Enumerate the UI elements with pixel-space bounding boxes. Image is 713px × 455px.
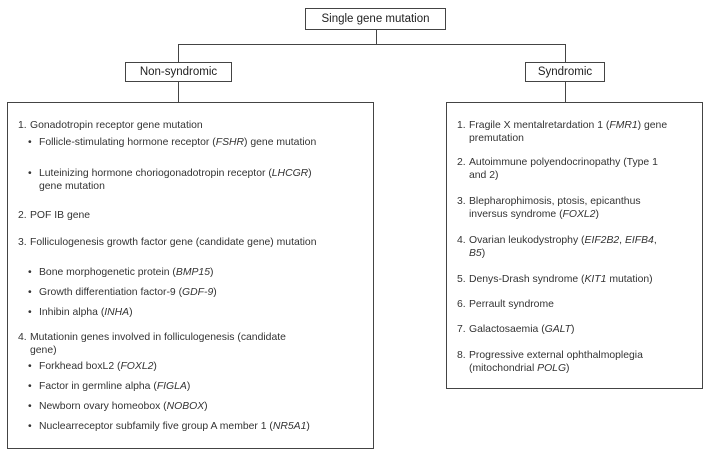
connector-right-panel (565, 82, 566, 102)
connector-root-down (376, 30, 377, 44)
list-item: 2.POF IB gene (18, 210, 91, 221)
list-subitem: •Inhibin alpha (INHA) (28, 307, 133, 318)
list-subitem: •Luteinizing hormone choriogonadotropin … (28, 168, 312, 192)
root-node: Single gene mutation (305, 8, 446, 30)
list-item: 1.Fragile X mentalretardation 1 (FMR1) g… (457, 120, 668, 144)
list-item: 5.Denys-Drash syndrome (KIT1 mutation) (457, 274, 653, 285)
non-syndromic-panel: 1.Gonadotropin receptor gene mutation •F… (7, 102, 374, 449)
list-subitem: •Bone morphogenetic protein (BMP15) (28, 267, 214, 278)
list-item: 7.Galactosaemia (GALT) (457, 324, 575, 335)
list-subitem: •Factor in germline alpha (FIGLA) (28, 381, 191, 392)
list-item: 3.Blepharophimosis, ptosis, epicanthus i… (457, 196, 641, 220)
list-item: 6.Perrault syndrome (457, 299, 554, 310)
connector-left-panel (178, 82, 179, 102)
connector-right-down (565, 44, 566, 62)
list-subitem: •Follicle-stimulating hormone receptor (… (28, 137, 317, 148)
non-syndromic-node: Non-syndromic (125, 62, 232, 82)
list-item: 8.Progressive external ophthalmoplegia (… (457, 350, 643, 374)
connector-horizontal (178, 44, 565, 45)
list-subitem: •Nuclearreceptor subfamily five group A … (28, 421, 310, 432)
list-item: 2.Autoimmune polyendocrinopathy (Type 1 … (457, 157, 658, 181)
list-subitem: •Growth differentiation factor-9 (GDF-9) (28, 287, 217, 298)
syndromic-panel: 1.Fragile X mentalretardation 1 (FMR1) g… (446, 102, 703, 389)
list-subitem: •Newborn ovary homeobox (NOBOX) (28, 401, 208, 412)
list-item: 4.Ovarian leukodystrophy (EIF2B2, EIFB4,… (457, 235, 657, 259)
syndromic-node: Syndromic (525, 62, 605, 82)
list-subitem: •Forkhead boxL2 (FOXL2) (28, 361, 157, 372)
list-item: 4.Mutationin genes involved in folliculo… (18, 332, 286, 356)
list-item: 3.Folliculogenesis growth factor gene (c… (18, 237, 317, 248)
connector-left-down (178, 44, 179, 62)
list-item: 1.Gonadotropin receptor gene mutation (18, 120, 203, 131)
